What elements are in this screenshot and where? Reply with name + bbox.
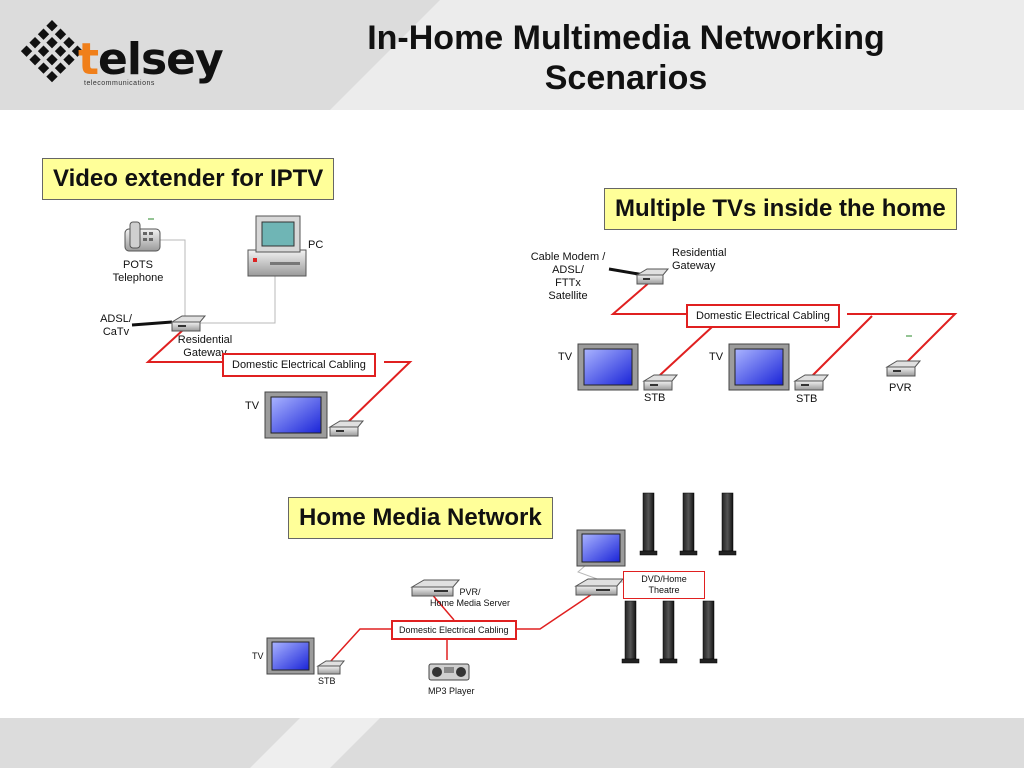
s1-red-lines [145, 329, 413, 426]
logo-subtitle: telecommunications [84, 80, 155, 87]
pots-label-line: POTS [123, 259, 153, 271]
s3-stb-icon [316, 660, 346, 675]
s1-adsl-line [131, 320, 173, 327]
adsl-label: ADSL/ CaTv [93, 313, 139, 339]
mp3-player-icon [428, 663, 470, 681]
s2-pvr-label: PVR [889, 382, 912, 394]
gateway-label-line: Gateway [183, 347, 227, 359]
footer-band [0, 718, 1024, 768]
s3-pvr-label: PVR/ Home Media Server [428, 587, 512, 609]
modem-label-line: ADSL/ [552, 264, 584, 276]
s3-cabling-label: Domestic Electrical Cabling [391, 620, 517, 640]
s2-stb2-icon [793, 374, 830, 391]
s3-tv-label: TV [252, 651, 264, 661]
s1-tv-label: TV [245, 400, 260, 412]
scenario3-heading: Home Media Network [288, 497, 553, 539]
s3-dvd-icon [574, 578, 625, 596]
s2-stb1-label: STB [644, 392, 666, 404]
s1-gateway-label: Residential Gateway [165, 334, 245, 360]
pots-label: POTS Telephone [108, 259, 168, 285]
footer-decoration [250, 718, 380, 768]
scenario2-heading: Multiple TVs inside the home [604, 188, 957, 230]
scenario1-heading: Video extender for IPTV [42, 158, 335, 200]
s2-gateway-icon [635, 268, 670, 285]
s3-tv-top-icon [576, 529, 626, 567]
s1-tv-icon [264, 391, 328, 439]
pc-label: PC [308, 239, 324, 251]
s3-stb-label: STB [318, 676, 336, 686]
s2-stb1-icon [642, 374, 679, 391]
dvd-label: DVD/Home Theatre [623, 571, 705, 599]
header-band [0, 0, 1024, 110]
pots-label-line: Telephone [112, 272, 164, 284]
s2-tv1-icon [577, 343, 639, 391]
mp3-label: MP3 Player [428, 686, 475, 696]
s2-red-lines [610, 280, 958, 377]
page-title-line-1: In-Home Multimedia Networking [367, 19, 885, 57]
s2-tv1-label: TV [558, 351, 573, 363]
s2-pvr-icon [885, 335, 922, 377]
pvr-label-line: Home Media Server [429, 598, 511, 608]
pc-icon [247, 215, 307, 277]
adsl-label-line: ADSL/ [100, 313, 132, 325]
s3-tv-icon [266, 637, 315, 675]
speaker-icon [699, 600, 718, 664]
s3-pvr-server-icon [410, 579, 461, 597]
s1-cabling-label: Domestic Electrical Cabling [222, 353, 376, 377]
speaker-icon [659, 600, 678, 664]
telephone-icon [124, 218, 161, 252]
speaker-icons [621, 492, 737, 664]
modem-label-line: Cable Modem / [530, 251, 606, 263]
modem-label-line: FTTx [555, 277, 581, 289]
s1-gateway-icon [170, 315, 207, 332]
s2-cabling-label: Domestic Electrical Cabling [686, 304, 840, 328]
page-title-line-2: Scenarios [544, 59, 708, 97]
gateway-label-line: Gateway [672, 260, 716, 272]
s3-red-lines [329, 589, 599, 663]
s2-tv2-label: TV [709, 351, 724, 363]
adsl-label-line: CaTv [102, 326, 130, 338]
logo-wordmark: telsey [78, 34, 224, 85]
s2-stb2-label: STB [796, 393, 818, 405]
dvd-label-line: DVD/Home [641, 574, 687, 584]
telsey-diamond-logo-icon [20, 20, 84, 83]
speaker-icon [621, 600, 640, 664]
speaker-icon [639, 492, 658, 556]
gateway-label-line: Residential [177, 334, 233, 346]
speaker-icon [718, 492, 737, 556]
modem-label: Cable Modem / ADSL/ FTTx Satellite [525, 251, 611, 303]
page-title: In-Home Multimedia Networking Scenarios [270, 18, 982, 98]
header-decoration [330, 0, 1024, 110]
gateway-label-line: Residential [672, 247, 727, 259]
s2-gateway-label: Residential Gateway [672, 247, 726, 273]
pvr-label-line: PVR/ [459, 587, 481, 597]
dvd-label-line: Theatre [648, 585, 680, 595]
s2-tv2-icon [728, 343, 790, 391]
s1-stb-icon [328, 420, 365, 437]
s1-grey-lines [160, 239, 276, 324]
modem-label-line: Satellite [548, 290, 588, 302]
speaker-icon [679, 492, 698, 556]
